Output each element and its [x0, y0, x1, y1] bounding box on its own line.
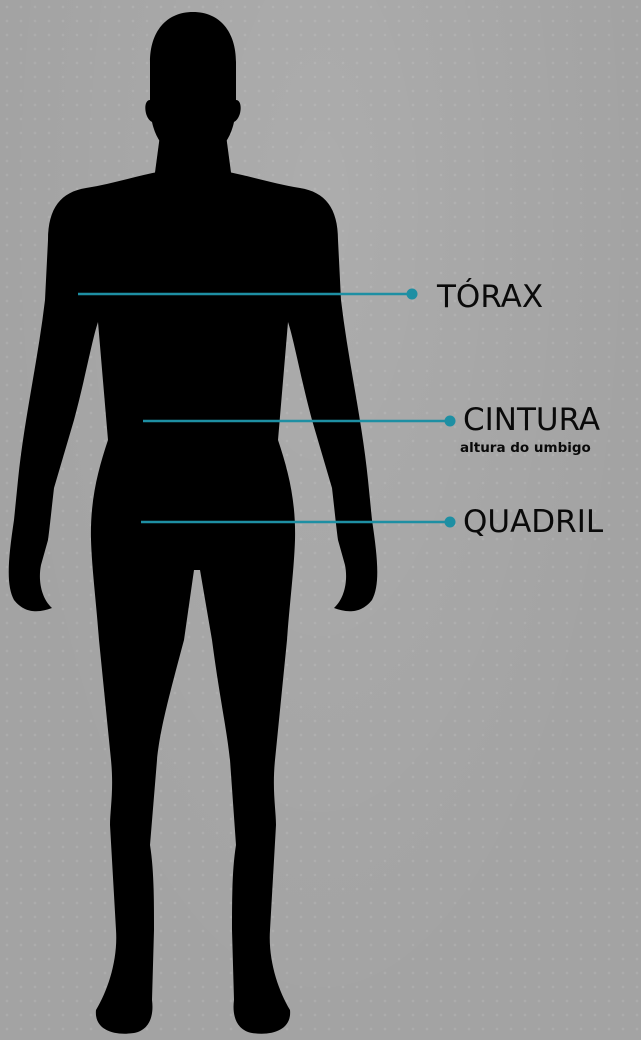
quadril-label: QUADRIL: [463, 507, 603, 538]
quadril-marker-dot: [445, 517, 456, 528]
torax-label: TÓRAX: [437, 282, 543, 313]
cintura-label: CINTURA: [463, 405, 600, 436]
body-shape: [9, 168, 378, 1034]
cintura-marker-dot: [445, 416, 456, 427]
cintura-sublabel: altura do umbigo: [460, 442, 591, 456]
torax-marker-dot: [407, 289, 418, 300]
